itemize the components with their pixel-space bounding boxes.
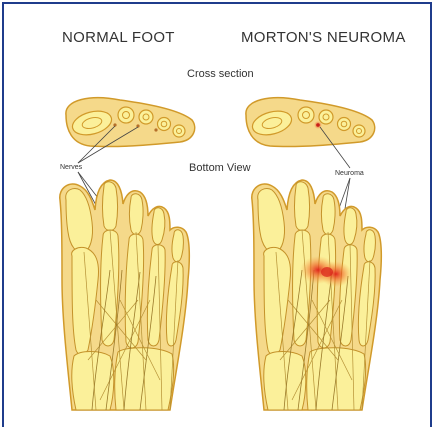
cross-section-normal bbox=[66, 98, 195, 147]
cross-section-neuroma bbox=[246, 98, 375, 147]
foot-neuroma bbox=[252, 180, 382, 410]
foot-normal bbox=[60, 180, 190, 410]
